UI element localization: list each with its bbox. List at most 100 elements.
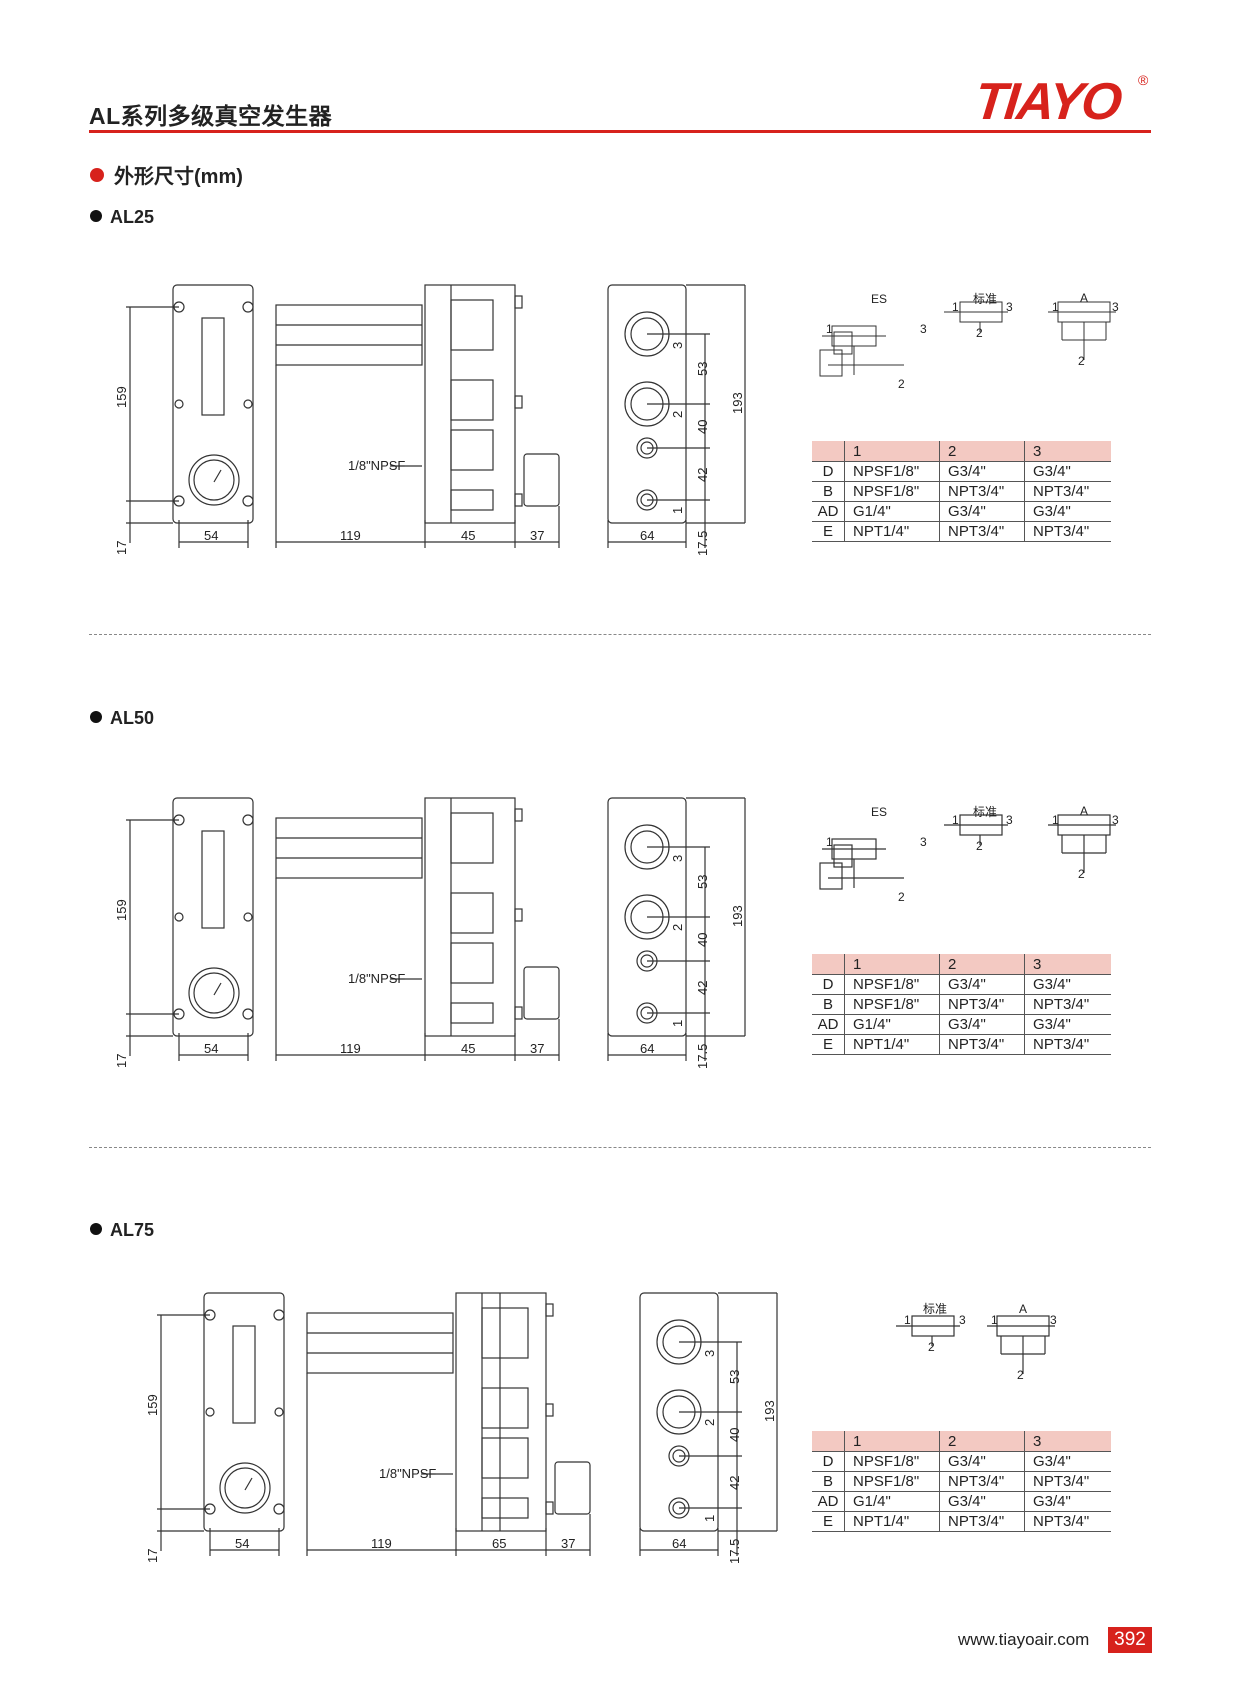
table-cell: NPT3/4" [939,1511,1025,1532]
symbol-label: A [1080,804,1088,818]
table-cell: G1/4" [844,501,940,522]
symbol-port: 2 [898,377,905,391]
gauge-side [523,453,560,507]
table-cell: G3/4" [1024,1451,1111,1472]
symbol-port: 2 [928,1340,935,1354]
sight-window [201,317,225,416]
bullet-icon [90,168,104,182]
table-header: 3 [1024,441,1111,462]
symbol-port: 1 [952,813,959,827]
dim-bottom: 17 [114,541,129,555]
table-header: 1 [844,954,940,975]
port-number-3: 3 [702,1350,717,1357]
dim-53: 53 [695,362,710,376]
dim-gauge-width: 37 [530,1041,544,1056]
table-cell: NPT3/4" [1024,1034,1111,1055]
port-number-3: 3 [670,855,685,862]
dim-bottom: 17 [145,1549,160,1563]
table-cell: NPT3/4" [1024,1511,1111,1532]
table-cell: E [812,1511,845,1532]
table-cell: NPT3/4" [1024,481,1111,502]
table-cell: G3/4" [939,461,1025,482]
dim-width-front: 54 [235,1536,249,1551]
model-name: AL50 [110,708,155,728]
dim-height: 159 [114,899,129,921]
port-number-1: 1 [670,507,685,514]
table-header: 2 [939,441,1025,462]
section-divider [89,1147,1151,1148]
table-cell: G3/4" [939,501,1025,522]
table-cell: NPT1/4" [844,1034,940,1055]
table-cell: NPSF1/8" [844,1471,940,1492]
dim-40: 40 [695,933,710,947]
table-cell: G3/4" [939,974,1025,995]
section-title: 外形尺寸(mm) [90,160,243,189]
symbol-label: ES [871,805,887,819]
footer-url: www.tiayoair.com [958,1630,1090,1649]
model-label-al25: AL25 [90,207,154,228]
dim-42: 42 [727,1476,742,1490]
symbol-port: 1 [826,835,833,849]
table-cell: G3/4" [1024,1014,1111,1035]
symbol-port: 3 [1006,300,1013,314]
port-label: 1/8"NPSF [379,1466,436,1481]
table-cell: AD [812,501,845,522]
dim-40: 40 [727,1428,742,1442]
table-cell: G3/4" [1024,461,1111,482]
table-cell: NPT3/4" [1024,1471,1111,1492]
dim-body-length: 119 [340,1041,361,1056]
dim-17-5: 17.5 [695,531,710,556]
page-title: AL系列多级真空发生器 [89,103,333,129]
table-header [812,954,845,975]
dim-body-length: 119 [340,528,361,543]
table-header: 2 [939,1431,1025,1452]
table-cell: B [812,1471,845,1492]
bullet-icon [90,1223,102,1235]
symbol-port: 2 [898,890,905,904]
dim-17-5: 17.5 [695,1044,710,1069]
dim-42: 42 [695,981,710,995]
table-cell: AD [812,1491,845,1512]
dim-total-height: 193 [762,1400,777,1422]
dim-53: 53 [695,875,710,889]
gauge-icon [188,454,240,506]
table-cell: NPSF1/8" [844,994,940,1015]
port-number-2: 2 [670,411,685,418]
table-cell: G1/4" [844,1014,940,1035]
table-cell: NPSF1/8" [844,481,940,502]
symbol-port: 1 [952,300,959,314]
table-cell: E [812,521,845,542]
table-cell: NPT3/4" [939,1034,1025,1055]
dim-bottom: 17 [114,1054,129,1068]
table-cell: NPT3/4" [939,1471,1025,1492]
table-cell: G3/4" [1024,501,1111,522]
body-side [275,304,423,366]
symbol-port: 1 [904,1313,911,1327]
symbol-port: 3 [959,1313,966,1327]
symbol-port: 2 [1078,354,1085,368]
symbol-label: A [1019,1302,1027,1316]
dim-width-front: 54 [204,1041,218,1056]
table-cell: NPT1/4" [844,521,940,542]
symbol-port: 3 [920,835,927,849]
symbol-port: 3 [1112,813,1119,827]
table-cell: G3/4" [939,1451,1025,1472]
table-cell: NPSF1/8" [844,1451,940,1472]
table-cell: E [812,1034,845,1055]
table-cell: G3/4" [1024,1491,1111,1512]
table-cell: NPSF1/8" [844,461,940,482]
symbol-port: 2 [1017,1368,1024,1382]
table-cell: D [812,974,845,995]
port-number-2: 2 [702,1419,717,1426]
dim-40: 40 [695,420,710,434]
table-cell: NPSF1/8" [844,974,940,995]
